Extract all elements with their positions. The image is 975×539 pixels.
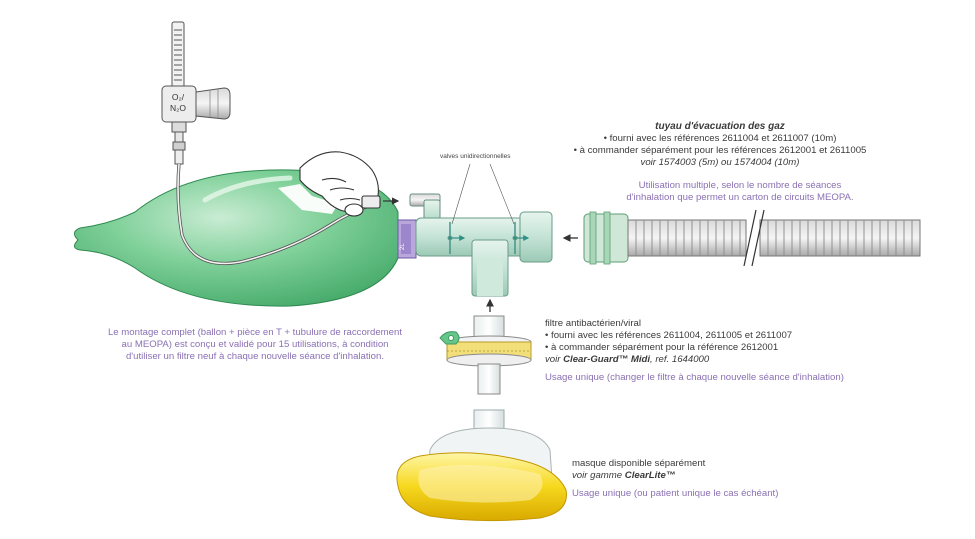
filter-reference: voir Clear-Guard™ Midi, ref. 1644000 [545,354,875,366]
exhaust-tube-title: tuyau d'évacuation des gaz [655,121,785,132]
regulator-outlet [171,121,187,133]
filter-usage: Usage unique (changer le filtre à chaque… [545,372,844,383]
gas-type-label: O₂/ N₂O [164,92,192,114]
bag-size-label: 2L [400,243,406,250]
exhaust-tube-usage: Utilisation multiple, selon le nombre de… [560,180,920,204]
valves-pointer-lines [451,163,515,225]
face-mask [396,409,567,522]
mask-description: masque disponible séparément voir gamme … [572,458,872,500]
assembly-note: Le montage complet (ballon + pièce en T … [80,327,430,363]
exhaust-usage-line1: Utilisation multiple, selon le nombre de… [638,180,842,191]
hand-illustration [299,151,381,217]
filter-ref-prefix: voir [545,354,564,365]
filter-ref-suffix: , ref. 1644000 [650,354,710,365]
exhaust-tube-description: tuyau d'évacuation des gaz • fourni avec… [560,121,880,169]
mask-ref-prefix: voir gamme [572,470,625,481]
bag-label-sticker [278,184,338,214]
filter-ref-name: Clear-Guard™ Midi [563,354,651,365]
exhaust-tube [583,209,921,267]
filter-line1: • fourni avec les références 2611004, 26… [545,330,793,341]
assembly-note-line2: au MEOPA) est conçu et validé pour 15 ut… [121,339,389,350]
exhaust-tube-line1: • fourni avec les références 2611004 et … [603,133,837,144]
gas-label-line1: O₂/ [171,92,185,102]
mask-reference: voir gamme ClearLite™ [572,470,872,482]
antibacterial-filter [439,315,532,395]
gas-regulator [161,21,231,165]
regulator-spike-ticks [174,29,182,81]
reservoir-bag [74,169,417,307]
mask-ref-name: ClearLite™ [624,470,676,481]
assembly-note-line1: Le montage complet (ballon + pièce en T … [107,327,403,338]
filter-title: filtre antibactérien/viral [545,318,641,329]
exhaust-usage-line2: d'inhalation que permet un carton de cir… [626,192,854,203]
valves-label: valves unidirectionnelles [440,153,511,160]
t-piece [415,211,553,297]
mask-title: masque disponible séparément [572,458,706,469]
regulator-knob [195,87,231,120]
mask-usage: Usage unique (ou patient unique le cas é… [572,488,779,499]
exhaust-tube-line2: • à commander séparément pour les référe… [573,145,867,156]
exhaust-tube-line3: voir 1574003 (5m) ou 1574004 (10m) [640,157,800,168]
tube-break-mark [743,209,765,267]
filter-line2: • à commander séparément pour la référen… [545,342,779,353]
filter-description: filtre antibactérien/viral • fourni avec… [545,318,875,384]
assembly-note-line3: d'utiliser un filtre neuf à chaque nouve… [125,351,385,362]
exhaust-tube-ribs [635,220,913,256]
gas-label-line2: N₂O [169,103,187,113]
